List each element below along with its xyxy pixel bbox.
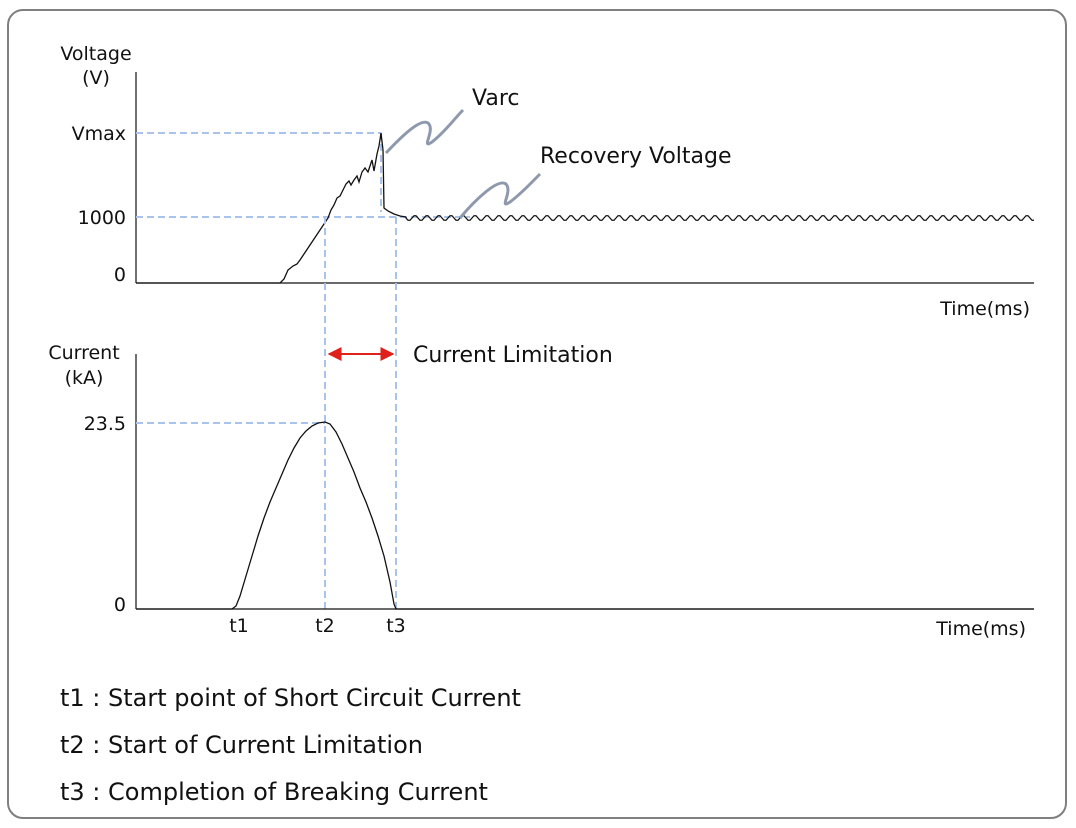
legend-t3: t3 : Completion of Breaking Current: [60, 778, 488, 806]
vmax-tick-label: Vmax: [72, 123, 126, 145]
current-ylabel-line2: (kA): [65, 367, 104, 389]
varc-pointer: [384, 108, 465, 155]
peak-tick-label: 23.5: [84, 413, 126, 435]
diagram-frame: [7, 9, 1067, 819]
recovery-voltage-pointer: [458, 172, 542, 219]
recovery-voltage-wave: [405, 215, 1034, 221]
current-xlabel: Time(ms): [935, 618, 1026, 640]
voltage-curve: [136, 132, 407, 284]
current-panel: Current (kA) 23.5 0 t1 t2 t3 Time(ms): [48, 342, 1034, 640]
current-zero-tick-label: 0: [114, 594, 126, 616]
voltage-panel: Voltage (V) Vmax 1000 0 Time(ms) Varc Re…: [60, 43, 1034, 320]
current-curve: [136, 421, 1034, 610]
current-ylabel-line1: Current: [48, 342, 119, 364]
legend-t1: t1 : Start point of Short Circuit Curren…: [60, 684, 521, 712]
recovery-voltage-label: Recovery Voltage: [540, 144, 732, 169]
t2-tick-label: t2: [315, 615, 335, 637]
voltage-ylabel-line2: (V): [82, 67, 110, 89]
current-limitation-label: Current Limitation: [413, 343, 613, 368]
t3-tick-label: t3: [386, 615, 406, 637]
voltage-zero-tick-label: 0: [114, 264, 126, 286]
v1000-tick-label: 1000: [78, 207, 126, 229]
voltage-xlabel: Time(ms): [939, 298, 1030, 320]
varc-label: Varc: [472, 86, 519, 111]
legend-t2: t2 : Start of Current Limitation: [60, 731, 423, 759]
voltage-ylabel-line1: Voltage: [60, 43, 131, 65]
t1-tick-label: t1: [229, 615, 249, 637]
